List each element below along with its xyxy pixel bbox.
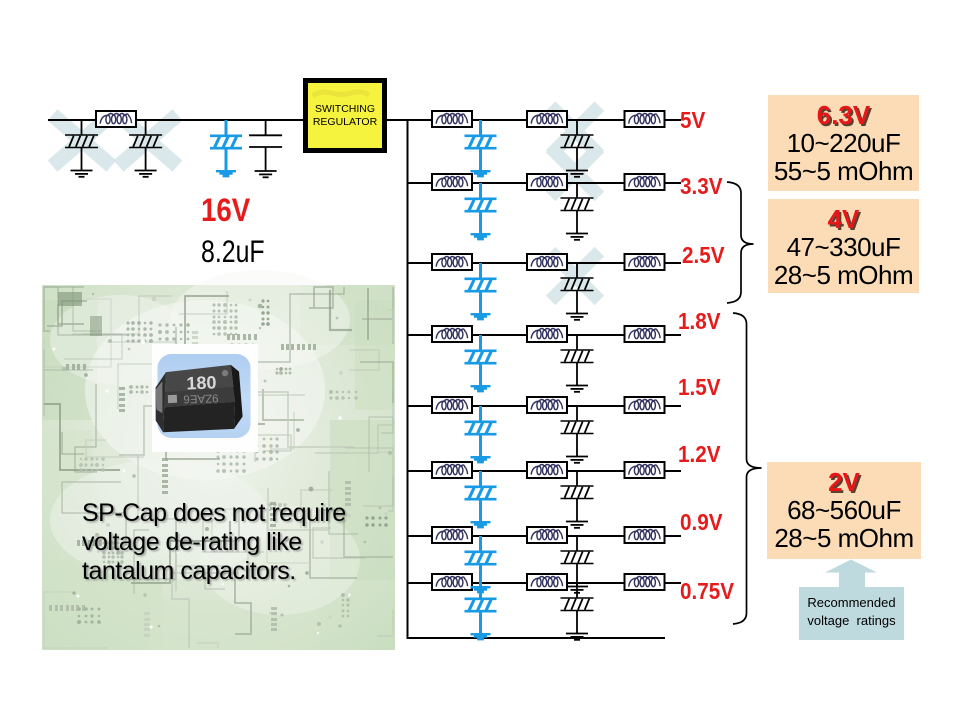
svg-text:180: 180 — [186, 372, 217, 393]
svg-text:9ZAE6: 9ZAE6 — [183, 391, 219, 404]
